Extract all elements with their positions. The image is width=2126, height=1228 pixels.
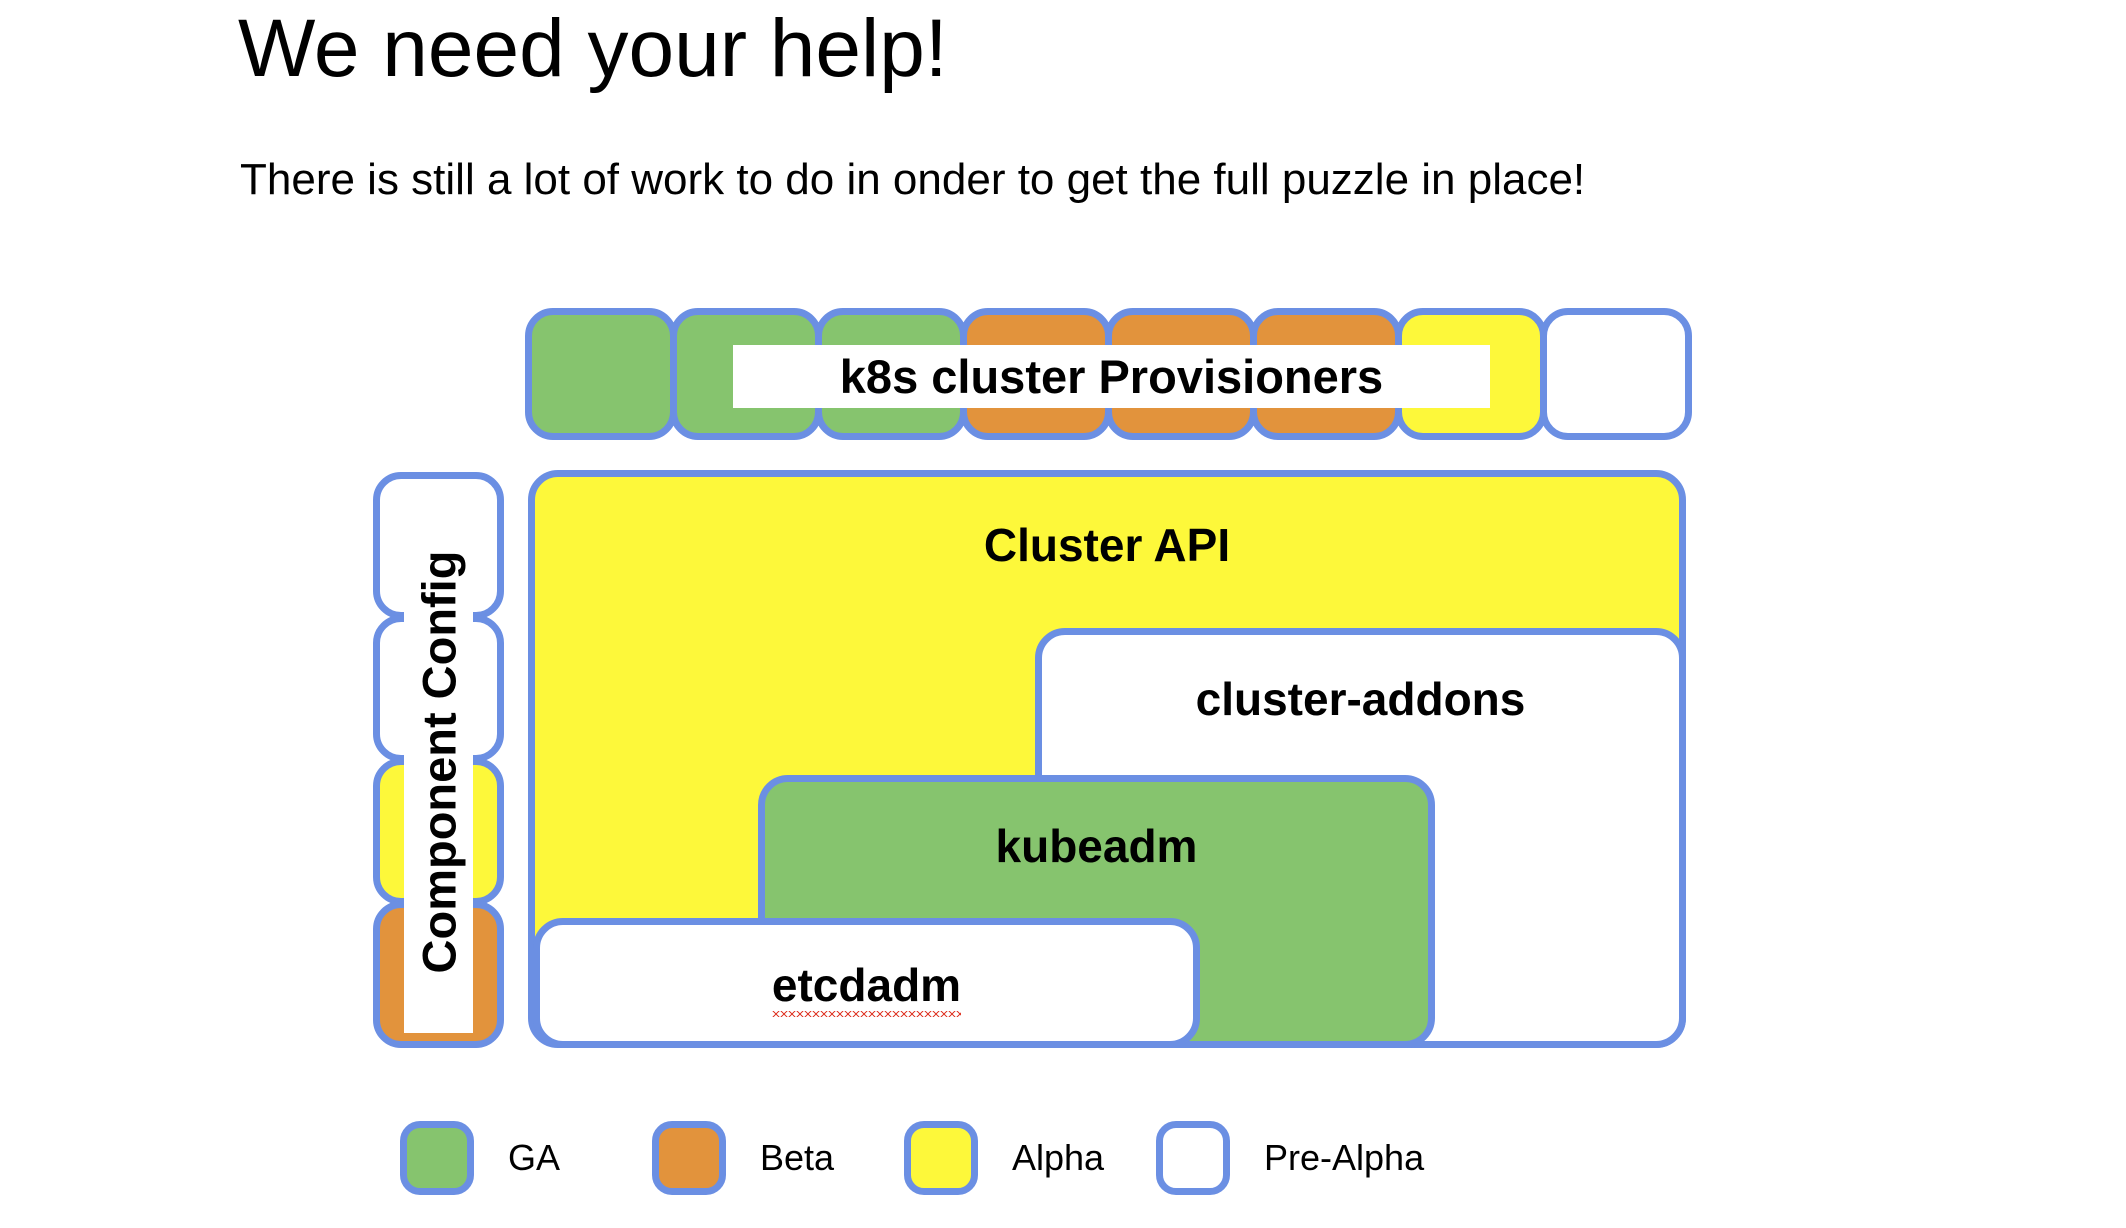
legend-label-pre-alpha: Pre-Alpha [1264,1137,1425,1178]
legend-label-ga: GA [508,1137,561,1178]
legend-label-alpha: Alpha [1012,1137,1105,1178]
provisioner-row-label: k8s cluster Provisioners [733,345,1490,408]
box-etcdadm-label: etcdadm [540,959,1193,1018]
legend-swatch-alpha [904,1121,978,1195]
box-cluster-api-label: Cluster API [983,519,1231,571]
page-title: We need your help! [238,3,948,94]
legend-item-beta: Beta [652,1120,834,1196]
box-kubeadm-label: kubeadm [995,820,1198,872]
legend-swatch-beta [652,1121,726,1195]
legend-item-ga: GA [400,1120,560,1196]
provisioner-tile-1-ga [525,308,677,440]
box-etcdadm-label-text: etcdadm [771,959,962,1018]
legend-swatch-ga [400,1121,474,1195]
page-subtitle: There is still a lot of work to do in on… [240,155,1586,204]
box-etcdadm: etcdadm [533,918,1200,1048]
box-cluster-addons-label: cluster-addons [1195,673,1526,725]
legend-item-alpha: Alpha [904,1120,1104,1196]
legend-label-beta: Beta [760,1137,835,1178]
provisioner-tile-8-pre-alpha [1540,308,1692,440]
component-config-label-box: Component Config [404,490,473,1033]
legend-swatch-pre-alpha [1156,1121,1230,1195]
legend-item-pre-alpha: Pre-Alpha [1156,1120,1424,1196]
component-config-label: Component Config [412,550,465,973]
legend: GA Beta Alpha Pre-Alpha [400,1120,1700,1200]
